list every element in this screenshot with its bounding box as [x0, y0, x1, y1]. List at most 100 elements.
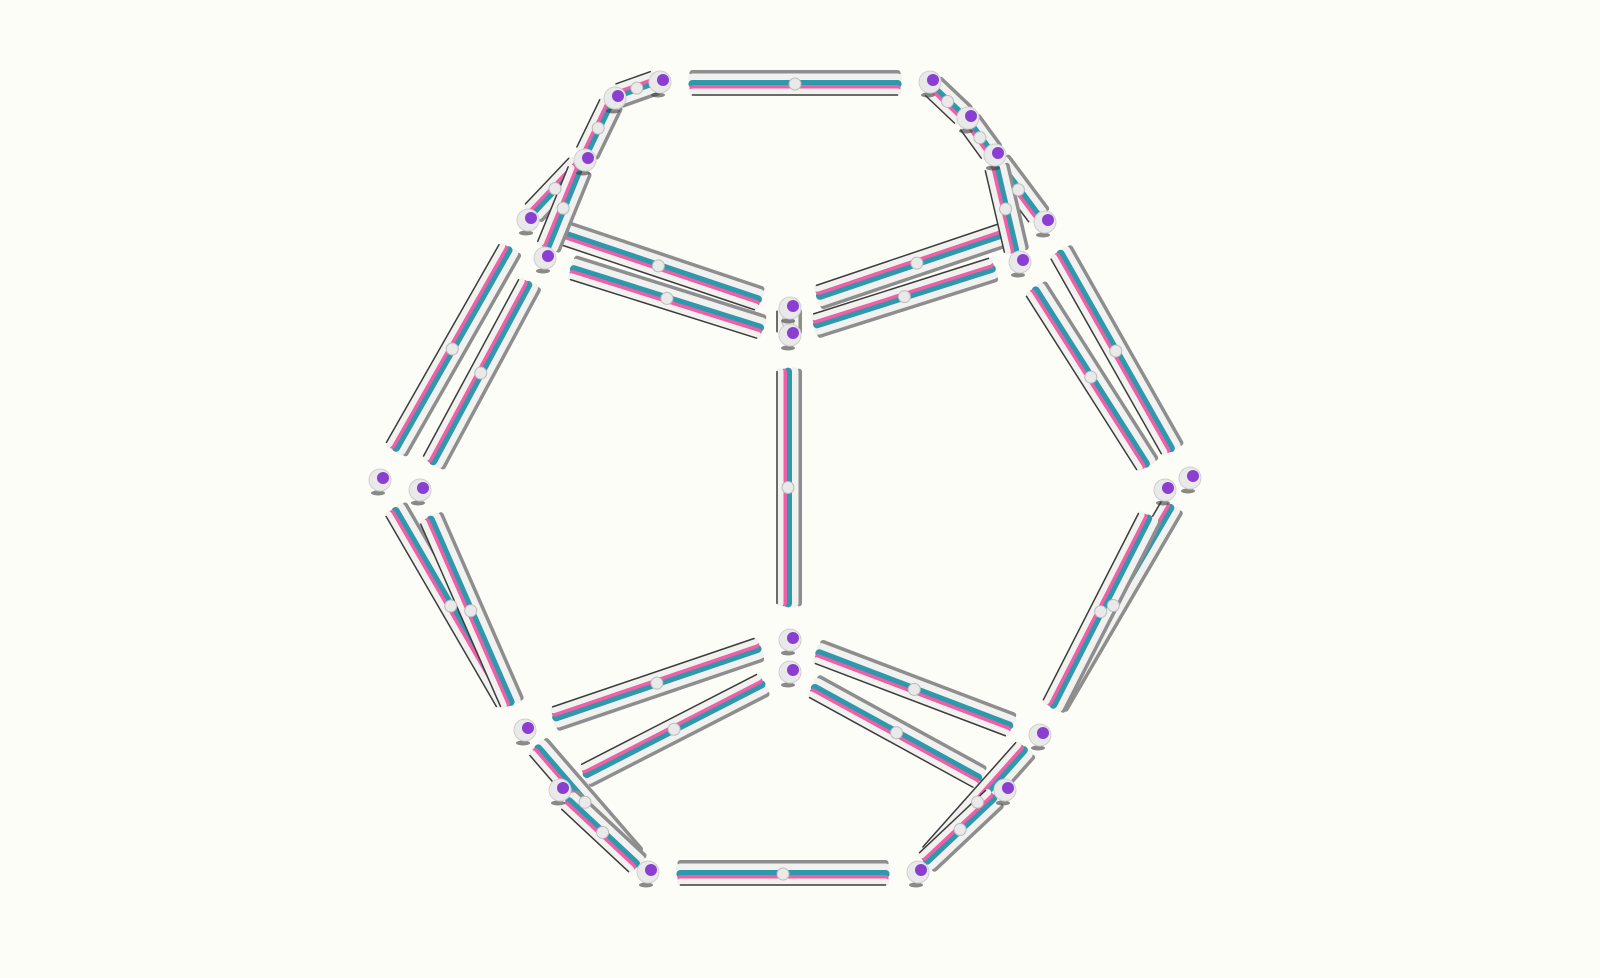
connector-core: [787, 632, 799, 644]
white-strut-25: [560, 803, 635, 873]
strut-midpoint-node: [941, 94, 955, 108]
vertex-connector-r: [1178, 466, 1202, 494]
connector-core: [787, 664, 799, 676]
strut-midpoint-node: [1094, 605, 1108, 619]
grey-strut-5: [975, 114, 1003, 149]
connector-core: [992, 147, 1004, 159]
strut-midpoint-node: [781, 481, 795, 494]
grey-strut-30: [574, 255, 767, 321]
shadow-edge-4: [924, 95, 956, 124]
connector-shadow: [639, 882, 653, 888]
vertex-connector-l: [368, 468, 392, 496]
grey-strut-11: [402, 252, 522, 457]
strut-midpoint-node: [660, 291, 674, 305]
white-strut-2: [576, 97, 606, 152]
grey-strut-4: [937, 76, 973, 111]
shadow-edge-1: [615, 70, 651, 85]
connector-core: [927, 74, 939, 86]
white-strut-22: [807, 691, 978, 789]
white-strut-24: [921, 741, 1022, 853]
strut-midpoint-node: [890, 726, 904, 740]
connector-shadow: [1036, 232, 1050, 238]
vertex-connector-cm: [778, 323, 802, 351]
strut-midpoint-node: [999, 202, 1013, 216]
vertex-connector-bll: [548, 778, 572, 806]
shadow-edge-12: [1050, 258, 1163, 455]
connector-shadow: [606, 108, 620, 114]
connector-core: [525, 212, 537, 224]
connector-shadow: [1031, 745, 1045, 751]
shadow-edge-14: [1025, 295, 1138, 471]
shadow-edge-7: [554, 242, 756, 311]
white-strut-1: [613, 70, 655, 91]
strut-midpoint-node: [464, 604, 478, 618]
grey-strut-13: [439, 287, 541, 470]
grey-strut-14: [1041, 281, 1159, 461]
vertex-connector-ru: [956, 106, 980, 134]
connector-core: [582, 152, 594, 164]
grey-strut-19: [556, 656, 765, 731]
vertex-connector-ul: [516, 208, 540, 236]
connector-shadow: [781, 345, 795, 351]
vertex-connector-bm: [778, 660, 802, 688]
vertex-connector-rw: [1008, 250, 1032, 278]
strut-midpoint-node: [973, 131, 987, 145]
connector-shadow: [411, 500, 425, 506]
shadow-edge-8: [815, 219, 1011, 287]
strut-midpoint-node: [650, 676, 664, 690]
connector-core: [542, 250, 554, 262]
connector-shadow: [1011, 272, 1025, 278]
vertex-connector-lu: [603, 86, 627, 114]
connector-core: [787, 327, 799, 339]
vertex-connector-lw: [533, 246, 557, 274]
shadow-edge-25: [560, 808, 630, 873]
connector-core: [1187, 470, 1199, 482]
shadow-edge-24: [922, 742, 1017, 848]
vertex-connector-ll: [573, 148, 597, 176]
connector-core: [1037, 727, 1049, 739]
grey-strut-17: [437, 512, 524, 701]
white-strut-29: [984, 166, 1011, 255]
vertex-connector-t1: [648, 70, 672, 98]
white-strut-20: [812, 657, 1010, 737]
grey-strut-16: [1062, 510, 1183, 712]
shadow-edge-3: [524, 157, 570, 205]
shadow-edge-17: [419, 523, 502, 708]
shadow-edge-30: [569, 278, 758, 339]
vertex-connector-b1: [636, 860, 660, 888]
shadow-edge-22: [808, 696, 974, 788]
grey-strut-23: [543, 738, 644, 853]
white-strut-30: [567, 273, 762, 339]
white-strut-28: [537, 164, 575, 246]
strut-midpoint-node: [910, 256, 924, 270]
connector-core: [612, 90, 624, 102]
connector-shadow: [1181, 488, 1195, 494]
shadow-edge-18: [1042, 512, 1140, 701]
connector-shadow: [551, 800, 565, 806]
grey-strut-12: [1067, 245, 1184, 446]
strut-midpoint-node: [1084, 370, 1098, 384]
vertex-connectors: [368, 70, 1202, 888]
connector-shadow: [781, 650, 795, 656]
grey-strut-6: [1005, 154, 1050, 212]
white-strut-21: [579, 673, 762, 771]
white-strut-4: [924, 90, 961, 125]
white-strut-31: [811, 257, 993, 321]
white-strut-14: [1025, 291, 1143, 472]
strut-midpoint-node: [578, 795, 592, 809]
vertex-connector-brr: [993, 778, 1017, 806]
strut-midpoint-node: [897, 290, 911, 304]
grey-strut-22: [817, 675, 987, 771]
connector-core: [377, 472, 389, 484]
shadow-edge-5: [959, 129, 983, 159]
strut-midpoint-node: [445, 342, 459, 356]
shadow-edge-15: [385, 515, 498, 708]
strut-midpoint-node: [591, 121, 605, 135]
strut-midpoint-node: [548, 182, 562, 196]
grey-strut-7: [559, 219, 765, 292]
grey-strut-18: [1060, 520, 1162, 713]
connector-core: [787, 300, 799, 312]
white-strut-12: [1050, 254, 1168, 456]
grey-strut-8: [820, 237, 1021, 310]
